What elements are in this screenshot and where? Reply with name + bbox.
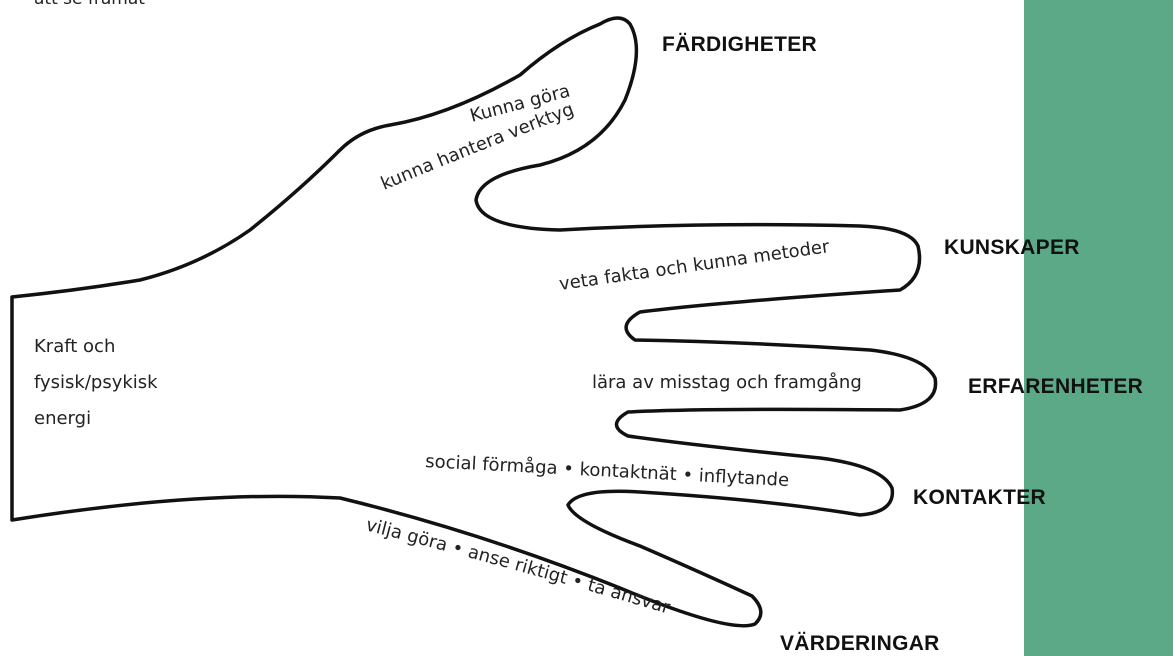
palm-line-1: Kraft och [34, 336, 115, 357]
heading-erfarenheter: ERFARENHETER [968, 375, 1143, 398]
little-text-wrap: vilja göra • anse riktigt • ta ansvar [364, 515, 673, 619]
heading-fardigheter: FÄRDIGHETER [662, 33, 817, 56]
hand-outline [10, 16, 938, 628]
palm-line-3: energi [34, 408, 91, 429]
green-side-band [1024, 0, 1173, 656]
heading-kunskaper: KUNSKAPER [944, 236, 1080, 259]
little-text: vilja göra • anse riktigt • ta ansvar [364, 515, 673, 619]
palm-line-2: fysisk/psykisk [34, 372, 158, 393]
index-text: veta fakta och kunna metoder [558, 236, 831, 295]
header-fragment: att se framåt [34, 0, 145, 9]
heading-kontakter: KONTAKTER [913, 486, 1046, 509]
middle-text: lära av misstag och framgång [592, 372, 862, 393]
heading-varderingar: VÄRDERINGAR [780, 632, 940, 655]
ring-text: social förmåga • kontaktnät • inflytande [425, 451, 790, 491]
